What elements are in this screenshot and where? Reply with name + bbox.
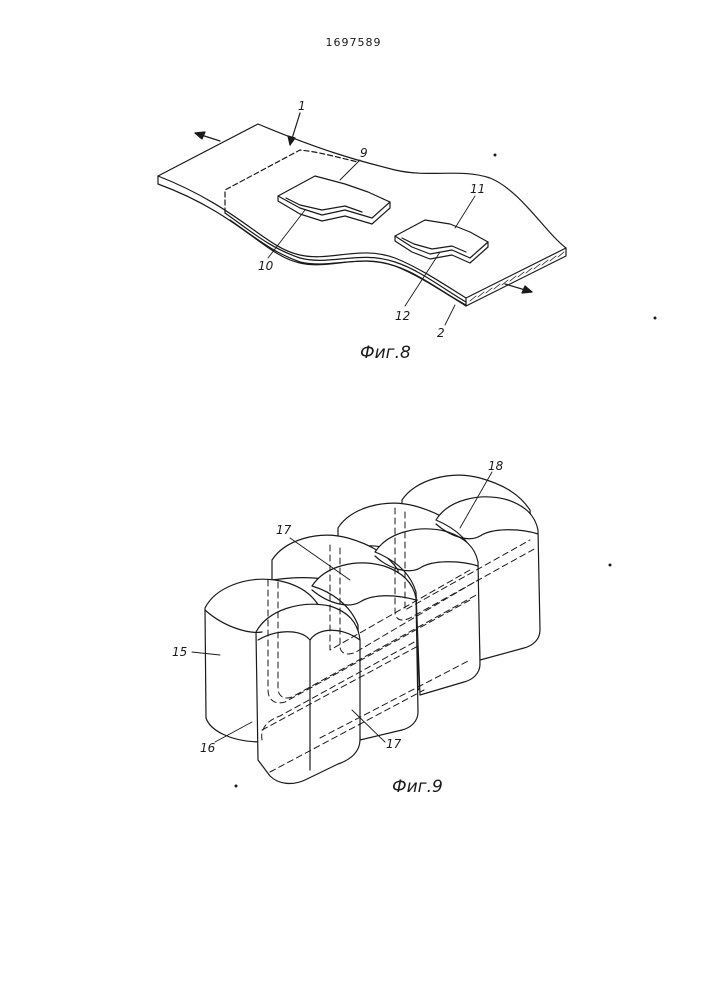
label-ref-17-top: 17 bbox=[276, 523, 292, 537]
figure-9-caption: Фиг.9 bbox=[392, 777, 443, 797]
arrow-left-head bbox=[195, 132, 205, 139]
stray-dot-1 bbox=[494, 154, 496, 156]
figure-9 bbox=[192, 472, 611, 787]
figure-8 bbox=[158, 113, 656, 325]
label-ref-12: 12 bbox=[395, 309, 410, 323]
label-ref-10: 10 bbox=[258, 259, 274, 273]
stray-dot-3 bbox=[235, 785, 237, 787]
label-ref-9: 9 bbox=[360, 146, 368, 160]
label-ref-1: 1 bbox=[298, 99, 306, 113]
label-ref-17-bottom: 17 bbox=[386, 737, 402, 751]
label-ref-16: 16 bbox=[200, 741, 216, 755]
stray-dot-4 bbox=[609, 564, 611, 566]
block-front-1 bbox=[256, 604, 360, 783]
label-ref-2: 2 bbox=[437, 326, 445, 340]
label-ref-15: 15 bbox=[172, 645, 187, 659]
leader-2 bbox=[445, 305, 455, 325]
figure-8-caption: Фиг.8 bbox=[360, 343, 411, 363]
label-ref-18: 18 bbox=[488, 459, 504, 473]
stray-dot-2 bbox=[654, 317, 656, 319]
arrow-right-head bbox=[522, 286, 532, 293]
label-ref-11: 11 bbox=[470, 182, 485, 196]
